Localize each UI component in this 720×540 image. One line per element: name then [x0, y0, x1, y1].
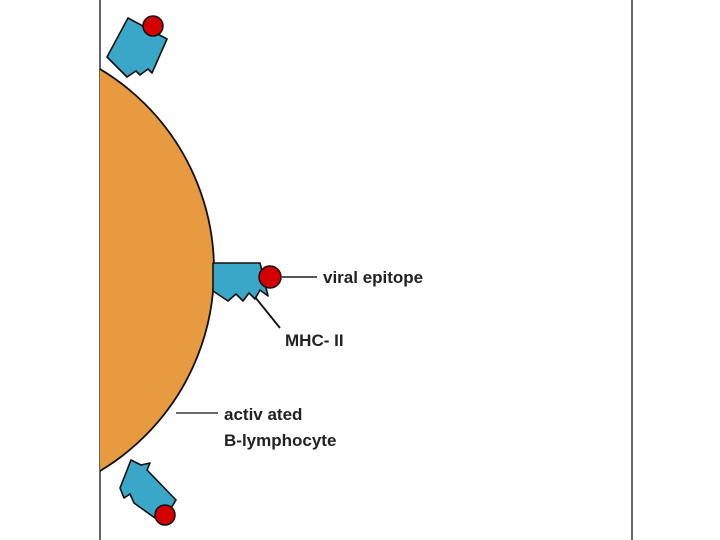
mhc-receptor-middle [212, 262, 282, 302]
viral-epitope-middle [258, 265, 282, 289]
viral-epitope-top [142, 15, 164, 37]
mhc-leader-line [254, 296, 281, 329]
activated-label: activ ated [224, 405, 302, 424]
viral-epitope-label: viral epitope [323, 268, 423, 287]
b-lymphocyte-label: B-lymphocyte [224, 431, 336, 450]
viral-epitope-bottom [154, 504, 176, 526]
mhc-receptor-bottom [119, 459, 177, 526]
mhc-receptor-top [106, 15, 168, 78]
mhc-ii-label: MHC- II [285, 331, 344, 350]
